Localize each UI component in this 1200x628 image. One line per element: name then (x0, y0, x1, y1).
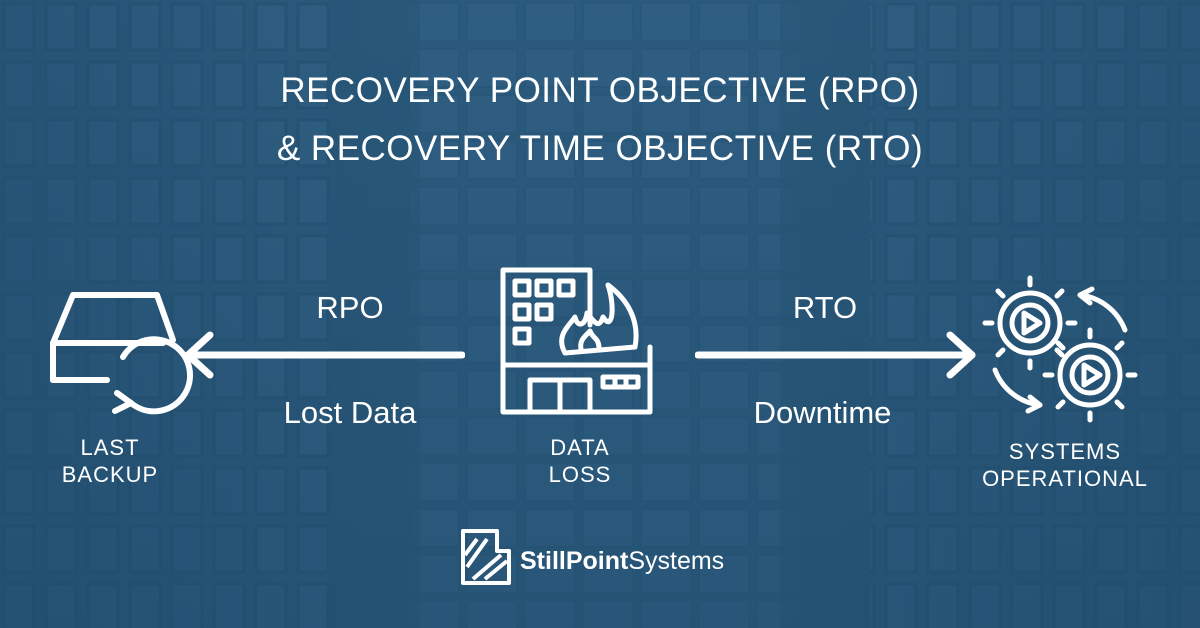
gears-play-icon (982, 275, 1138, 423)
downtime-caption: Downtime (753, 395, 892, 430)
brand-bold: StillPoint (520, 547, 629, 575)
brand-regular: Systems (628, 547, 725, 575)
stillpoint-logo-icon (461, 529, 511, 585)
last-backup-line-2: BACKUP (61, 462, 159, 487)
rto-label: RTO (792, 290, 858, 325)
systems-operational-caption: SYSTEMS OPERATIONAL (950, 438, 1180, 492)
title-line-1: RECOVERY POINT OBJECTIVE (RPO) (280, 71, 920, 110)
systems-line-1: SYSTEMS (1008, 439, 1122, 464)
rto-arrow (695, 331, 976, 379)
page-title: RECOVERY POINT OBJECTIVE (RPO) & RECOVER… (0, 62, 1200, 178)
rpo-arrow (184, 331, 465, 379)
last-backup-line-1: LAST (80, 435, 140, 460)
rpo-label: RPO (316, 290, 384, 325)
data-loss-line-2: LOSS (548, 462, 612, 487)
burning-building-icon (500, 267, 653, 415)
last-backup-caption: LAST BACKUP (40, 434, 180, 488)
systems-line-2: OPERATIONAL (982, 466, 1148, 491)
brand-wordmark: StillPointSystems (520, 547, 724, 576)
drive-restore-icon (50, 292, 193, 415)
data-loss-line-1: DATA (550, 435, 610, 460)
data-loss-caption: DATA LOSS (515, 434, 645, 488)
title-line-2: & RECOVERY TIME OBJECTIVE (RTO) (276, 129, 924, 168)
lost-data-caption: Lost Data (283, 395, 417, 430)
